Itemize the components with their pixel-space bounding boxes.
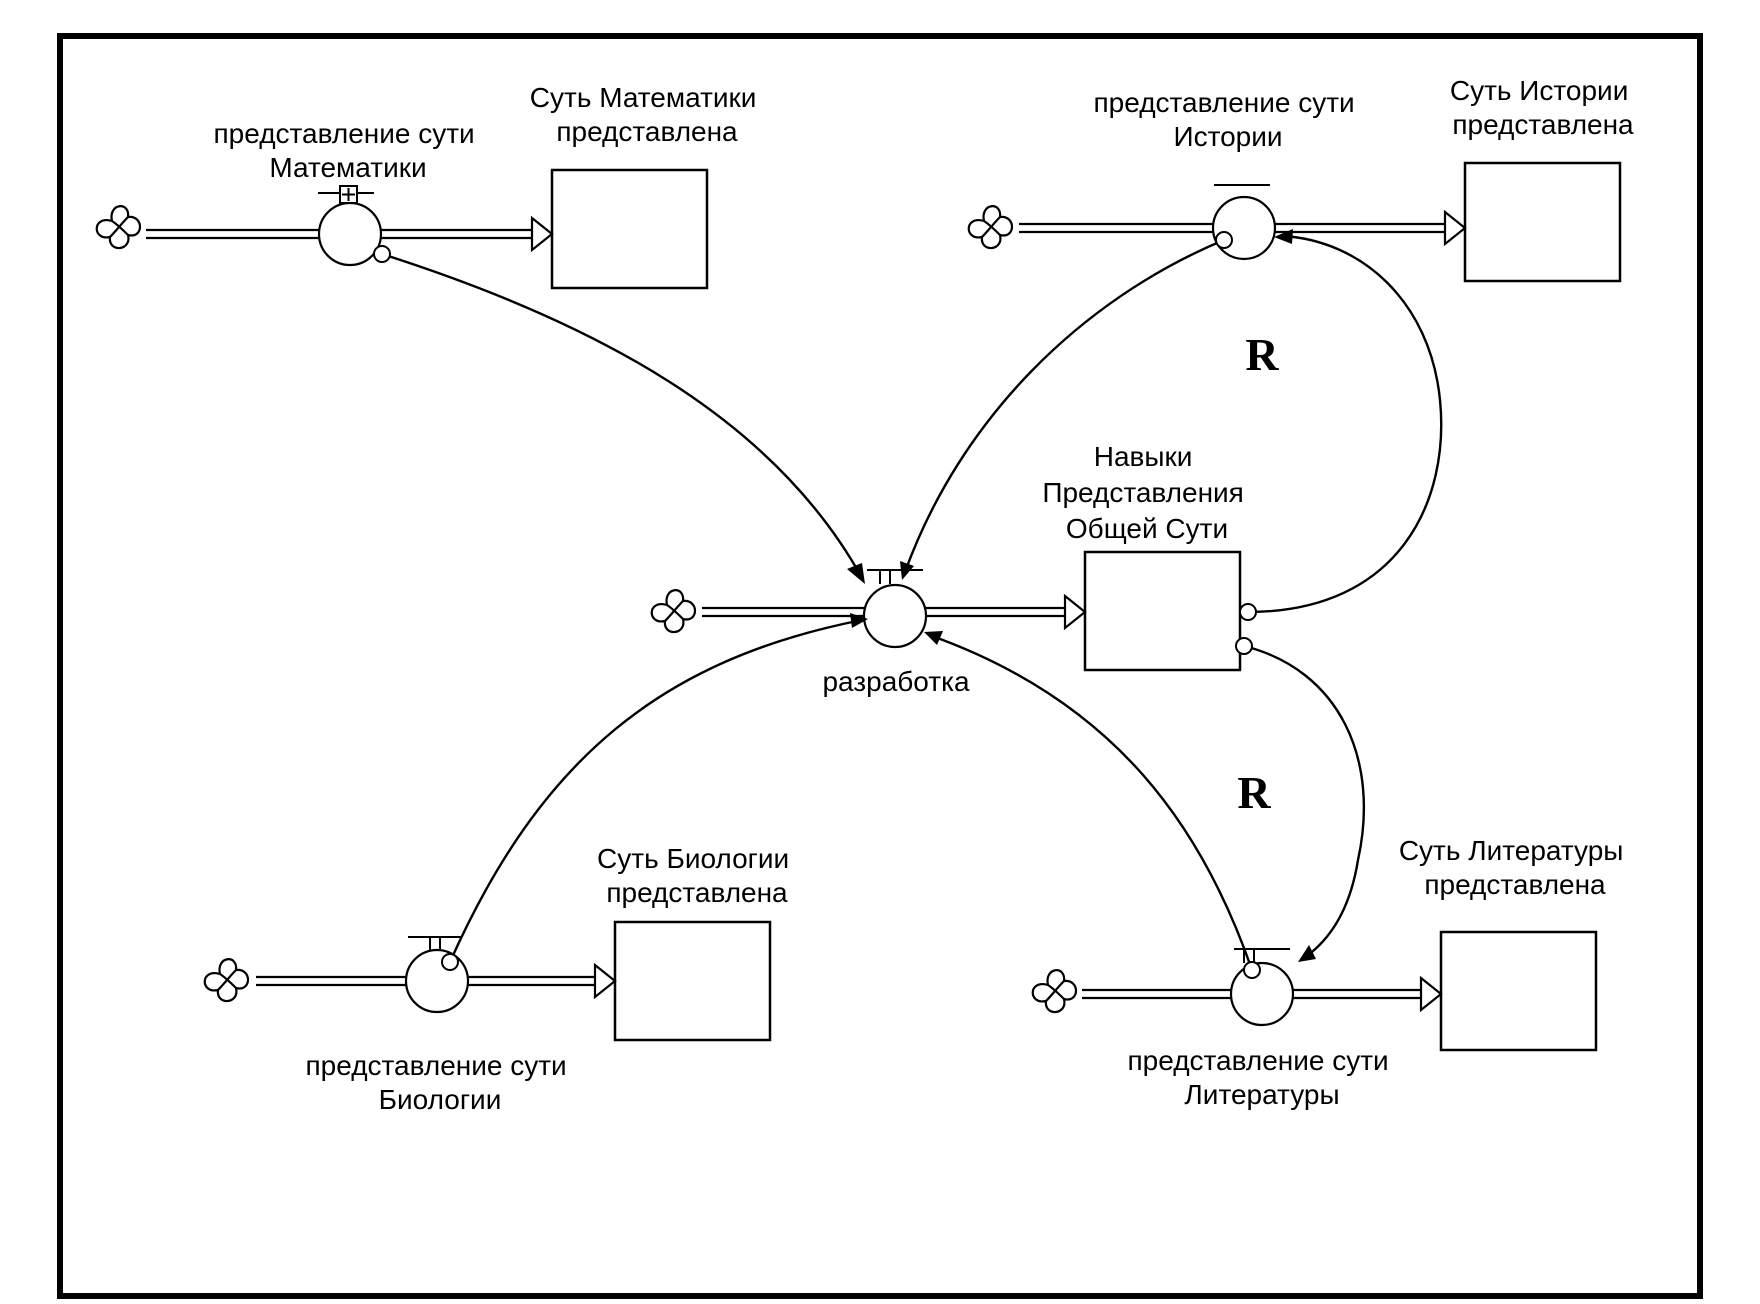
stock-label-biology-line2: представлена	[606, 877, 788, 908]
diagram-frame	[57, 33, 1703, 1299]
flow-label-biology-line1: представление сути	[306, 1050, 567, 1081]
flow-development[interactable]: разработка	[650, 569, 1087, 697]
flow-label-development: разработка	[822, 666, 969, 697]
flow-label-literature-line1: представление сути	[1128, 1045, 1389, 1076]
stock-label-biology-line1: Суть Биологии	[597, 843, 789, 874]
stock-label-math-line2: представлена	[556, 116, 738, 147]
flow-valve-biology[interactable]	[404, 948, 470, 1014]
stock-skills[interactable]: Навыки Представления Общей Сути	[1042, 441, 1251, 672]
flow-biology[interactable]: представление сути Биологии	[203, 936, 617, 1115]
flow-history[interactable]: представление сути Истории	[967, 87, 1467, 261]
stock-label-history: Суть Истории представлена	[1450, 75, 1636, 140]
flow-valve-literature[interactable]	[1229, 961, 1295, 1027]
stock-label-skills-line2: Представления	[1042, 477, 1243, 508]
link-skills-to-history[interactable]	[1239, 229, 1443, 621]
flow-label-literature-line2: Литературы	[1184, 1079, 1339, 1110]
flow-valve-history[interactable]	[1211, 195, 1277, 261]
flow-label-biology: представление сути Биологии	[306, 1050, 575, 1115]
source-cloud-icon	[650, 589, 697, 634]
stock-label-skills-line3: Общей Сути	[1066, 513, 1228, 544]
stock-label-literature-line1: Суть Литературы	[1399, 835, 1624, 866]
stock-label-history-line2: представлена	[1452, 109, 1634, 140]
link-history-to-development[interactable]	[900, 231, 1233, 580]
source-cloud-icon	[203, 958, 250, 1003]
link-math-to-development[interactable]	[373, 245, 865, 584]
stock-label-biology: Суть Биологии представлена	[597, 843, 797, 908]
stock-history[interactable]: Суть Истории представлена	[1450, 75, 1636, 283]
flow-label-history-line1: представление сути	[1094, 87, 1355, 118]
link-literature-to-development[interactable]	[924, 631, 1261, 979]
source-cloud-icon	[967, 205, 1014, 250]
flow-label-math: представление сути Математики	[214, 118, 483, 183]
stock-label-literature: Суть Литературы представлена	[1399, 835, 1631, 900]
stock-label-math-line1: Суть Математики	[530, 82, 757, 113]
flow-label-literature: представление сути Литературы	[1128, 1045, 1397, 1110]
flow-valve-development[interactable]	[862, 583, 928, 649]
flow-label-math-line2: Математики	[269, 152, 426, 183]
flow-label-biology-line2: Биологии	[379, 1084, 502, 1115]
flow-literature[interactable]: представление сути Литературы	[1031, 948, 1443, 1110]
flow-math[interactable]: представление сути Математики	[95, 118, 554, 267]
flow-valve-math[interactable]	[317, 201, 383, 267]
stock-literature[interactable]: Суть Литературы представлена	[1399, 835, 1631, 1052]
loop-label-lower: R	[1237, 767, 1271, 818]
stock-math[interactable]: Суть Математики представлена	[530, 82, 764, 290]
link-biology-to-development[interactable]	[441, 613, 868, 971]
flow-label-math-line1: представление сути	[214, 118, 475, 149]
stock-biology[interactable]: Суть Биологии представлена	[597, 843, 797, 1042]
loop-label-upper: R	[1245, 329, 1279, 380]
source-cloud-icon	[95, 205, 142, 250]
flow-label-history: представление сути Истории	[1094, 87, 1363, 152]
flow-label-history-line2: Истории	[1173, 121, 1282, 152]
link-skills-to-literature[interactable]	[1235, 637, 1366, 962]
stock-label-history-line1: Суть Истории	[1450, 75, 1628, 106]
stock-label-skills: Навыки Представления Общей Сути	[1042, 441, 1251, 544]
stock-label-literature-line2: представлена	[1424, 869, 1606, 900]
stock-label-math: Суть Математики представлена	[530, 82, 764, 147]
stock-label-skills-line1: Навыки	[1094, 441, 1193, 472]
source-cloud-icon	[1031, 969, 1078, 1014]
